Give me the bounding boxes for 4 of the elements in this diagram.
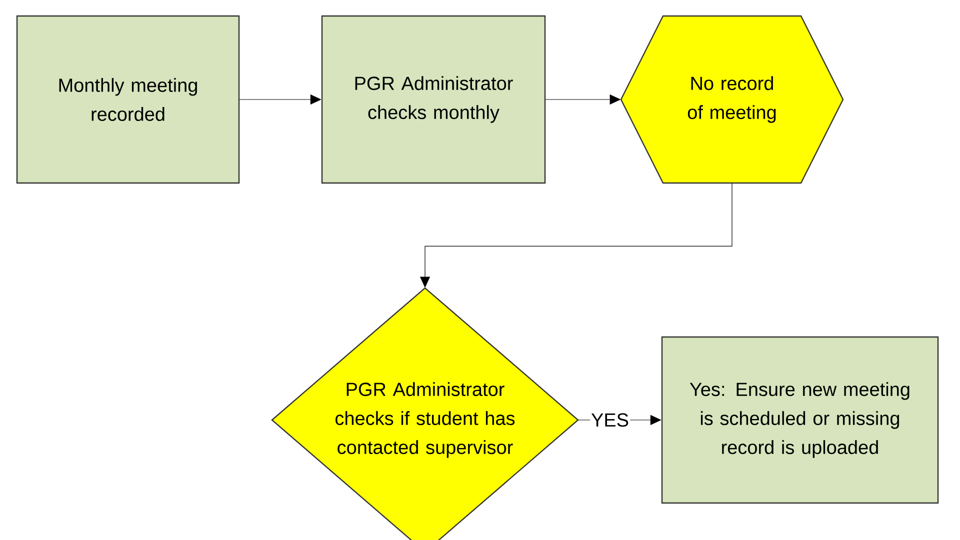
edge-label: YES — [590, 412, 630, 428]
process-box: Yes: Ensure new meeting is scheduled or missing record is uploaded — [661, 336, 939, 504]
process-box: Monthly meeting recorded — [16, 15, 240, 184]
process-box: PGR Administrator checks monthly — [321, 15, 546, 184]
